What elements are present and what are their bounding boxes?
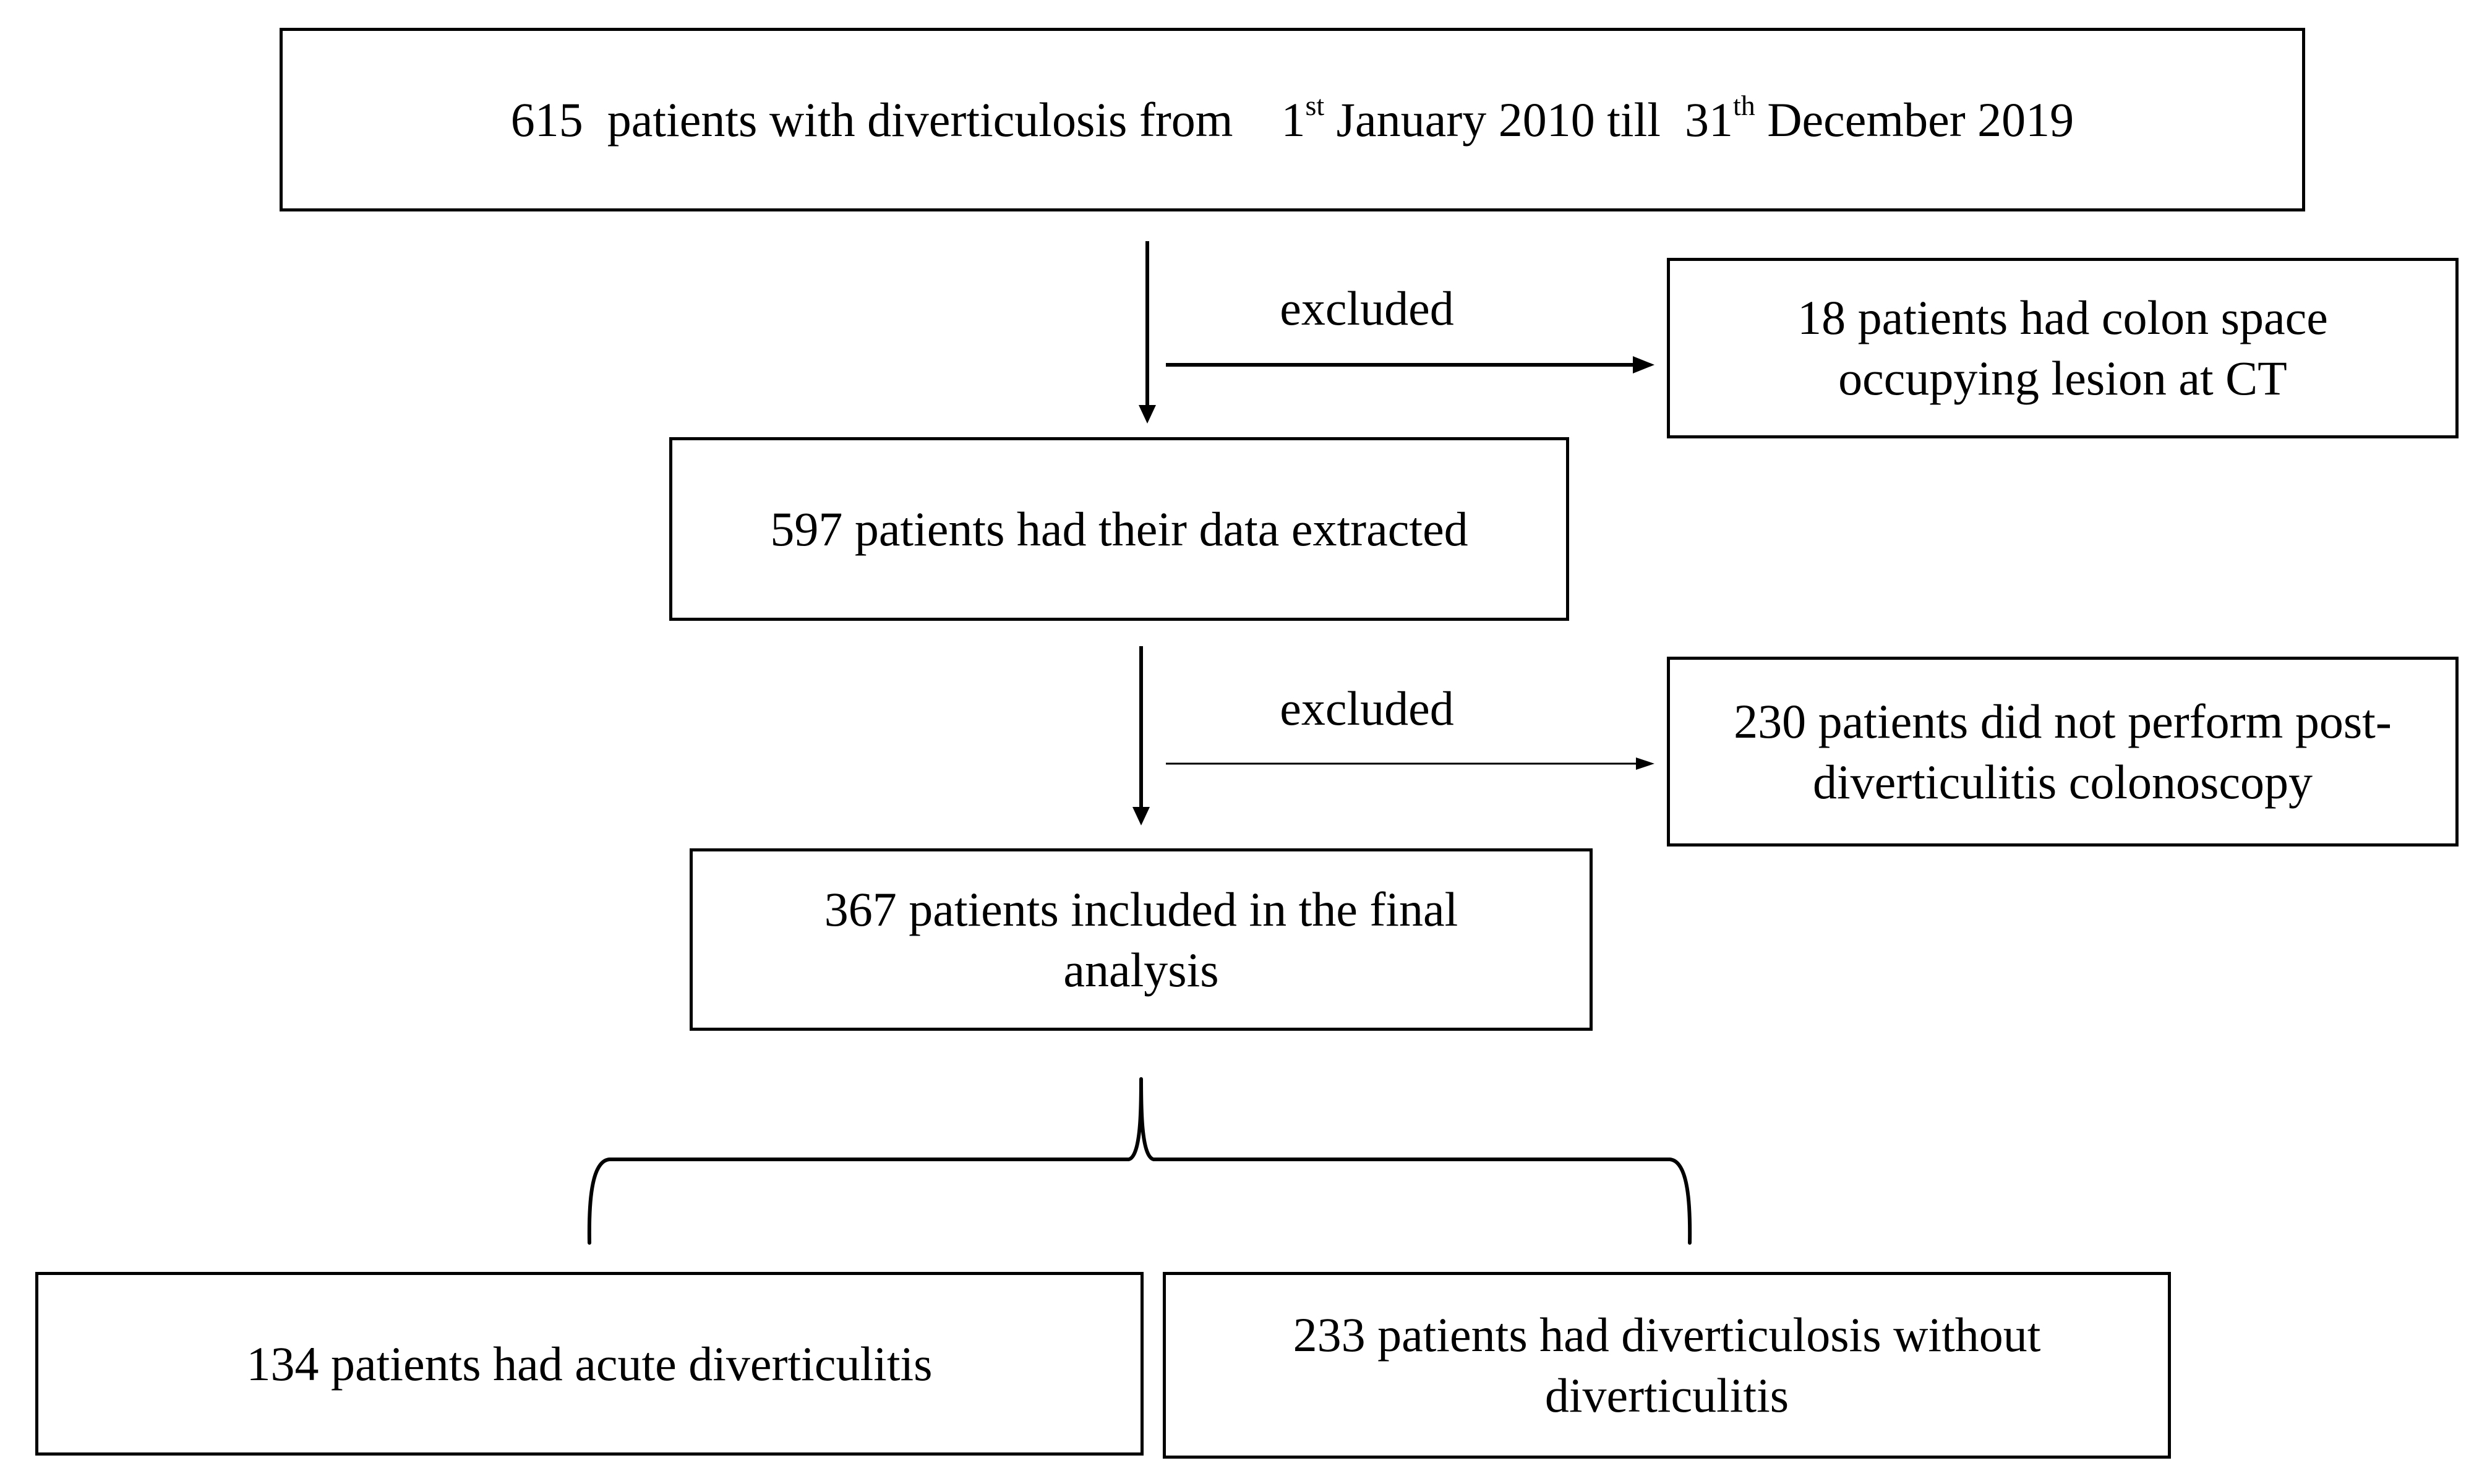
extracted-box-text: 597 patients had their data extracted [770,501,1468,556]
top-box-start-rest: January 2010 till [1336,92,1661,147]
exclusion-2-text: 230 patients did not perform post- diver… [1709,691,2416,812]
top-box-end-suffix: th [1732,89,1755,121]
arrowhead-top-to-extracted [1139,405,1156,424]
top-box: 615 patients with diverticulosis from 1s… [280,28,2305,211]
exclusion-1-line-1: 18 patients had colon space [1797,291,2328,344]
acute-diverticulitis-box: 134 patients had acute diverticulitis [35,1272,1144,1456]
exclusion-1-box: 18 patients had colon space occupying le… [1667,258,2459,438]
final-analysis-box: 367 patients included in the final analy… [690,848,1593,1031]
top-box-end-rest: December 2019 [1767,92,2074,147]
final-analysis-line-2: analysis [1063,942,1219,997]
exclusion-1-text: 18 patients had colon space occupying le… [1773,288,2353,409]
exclusion-2-line-1: 230 patients did not perform post- [1734,694,2392,748]
final-analysis-line-1: 367 patients included in the final [824,882,1458,936]
arrowhead-exclusion-1 [1633,356,1654,373]
extracted-box: 597 patients had their data extracted [669,437,1569,621]
without-diverticulitis-line-1: 233 patients had diverticulosis without [1293,1308,2041,1362]
acute-diverticulitis-text: 134 patients had acute diverticulitis [246,1336,933,1391]
without-diverticulitis-box: 233 patients had diverticulosis without … [1163,1272,2171,1459]
without-diverticulitis-line-2: diverticulitis [1544,1368,1789,1422]
arrowhead-exclusion-2 [1636,757,1654,770]
exclusion-2-line-2: diverticulitis colonoscopy [1812,754,2313,809]
exclusion-1-label: excluded [1280,281,1454,335]
top-box-count: 615 [510,92,583,147]
top-box-description: patients with diverticulosis from [607,92,1233,147]
without-diverticulitis-text: 233 patients had diverticulosis without … [1269,1305,2066,1426]
top-box-start-suffix: st [1305,89,1325,121]
exclusion-2-label: excluded [1280,681,1454,735]
top-box-end-day: 31 [1684,92,1733,147]
exclusion-1-line-2: occupying lesion at CT [1838,351,2287,405]
split-brace [587,1077,1692,1245]
top-box-text: 615 patients with diverticulosis from 1s… [486,90,2099,150]
arrowhead-extracted-to-final [1132,807,1150,825]
top-box-start-day: 1 [1281,92,1306,147]
exclusion-2-box: 230 patients did not perform post- diver… [1667,657,2459,846]
final-analysis-text: 367 patients included in the final analy… [800,879,1483,1000]
